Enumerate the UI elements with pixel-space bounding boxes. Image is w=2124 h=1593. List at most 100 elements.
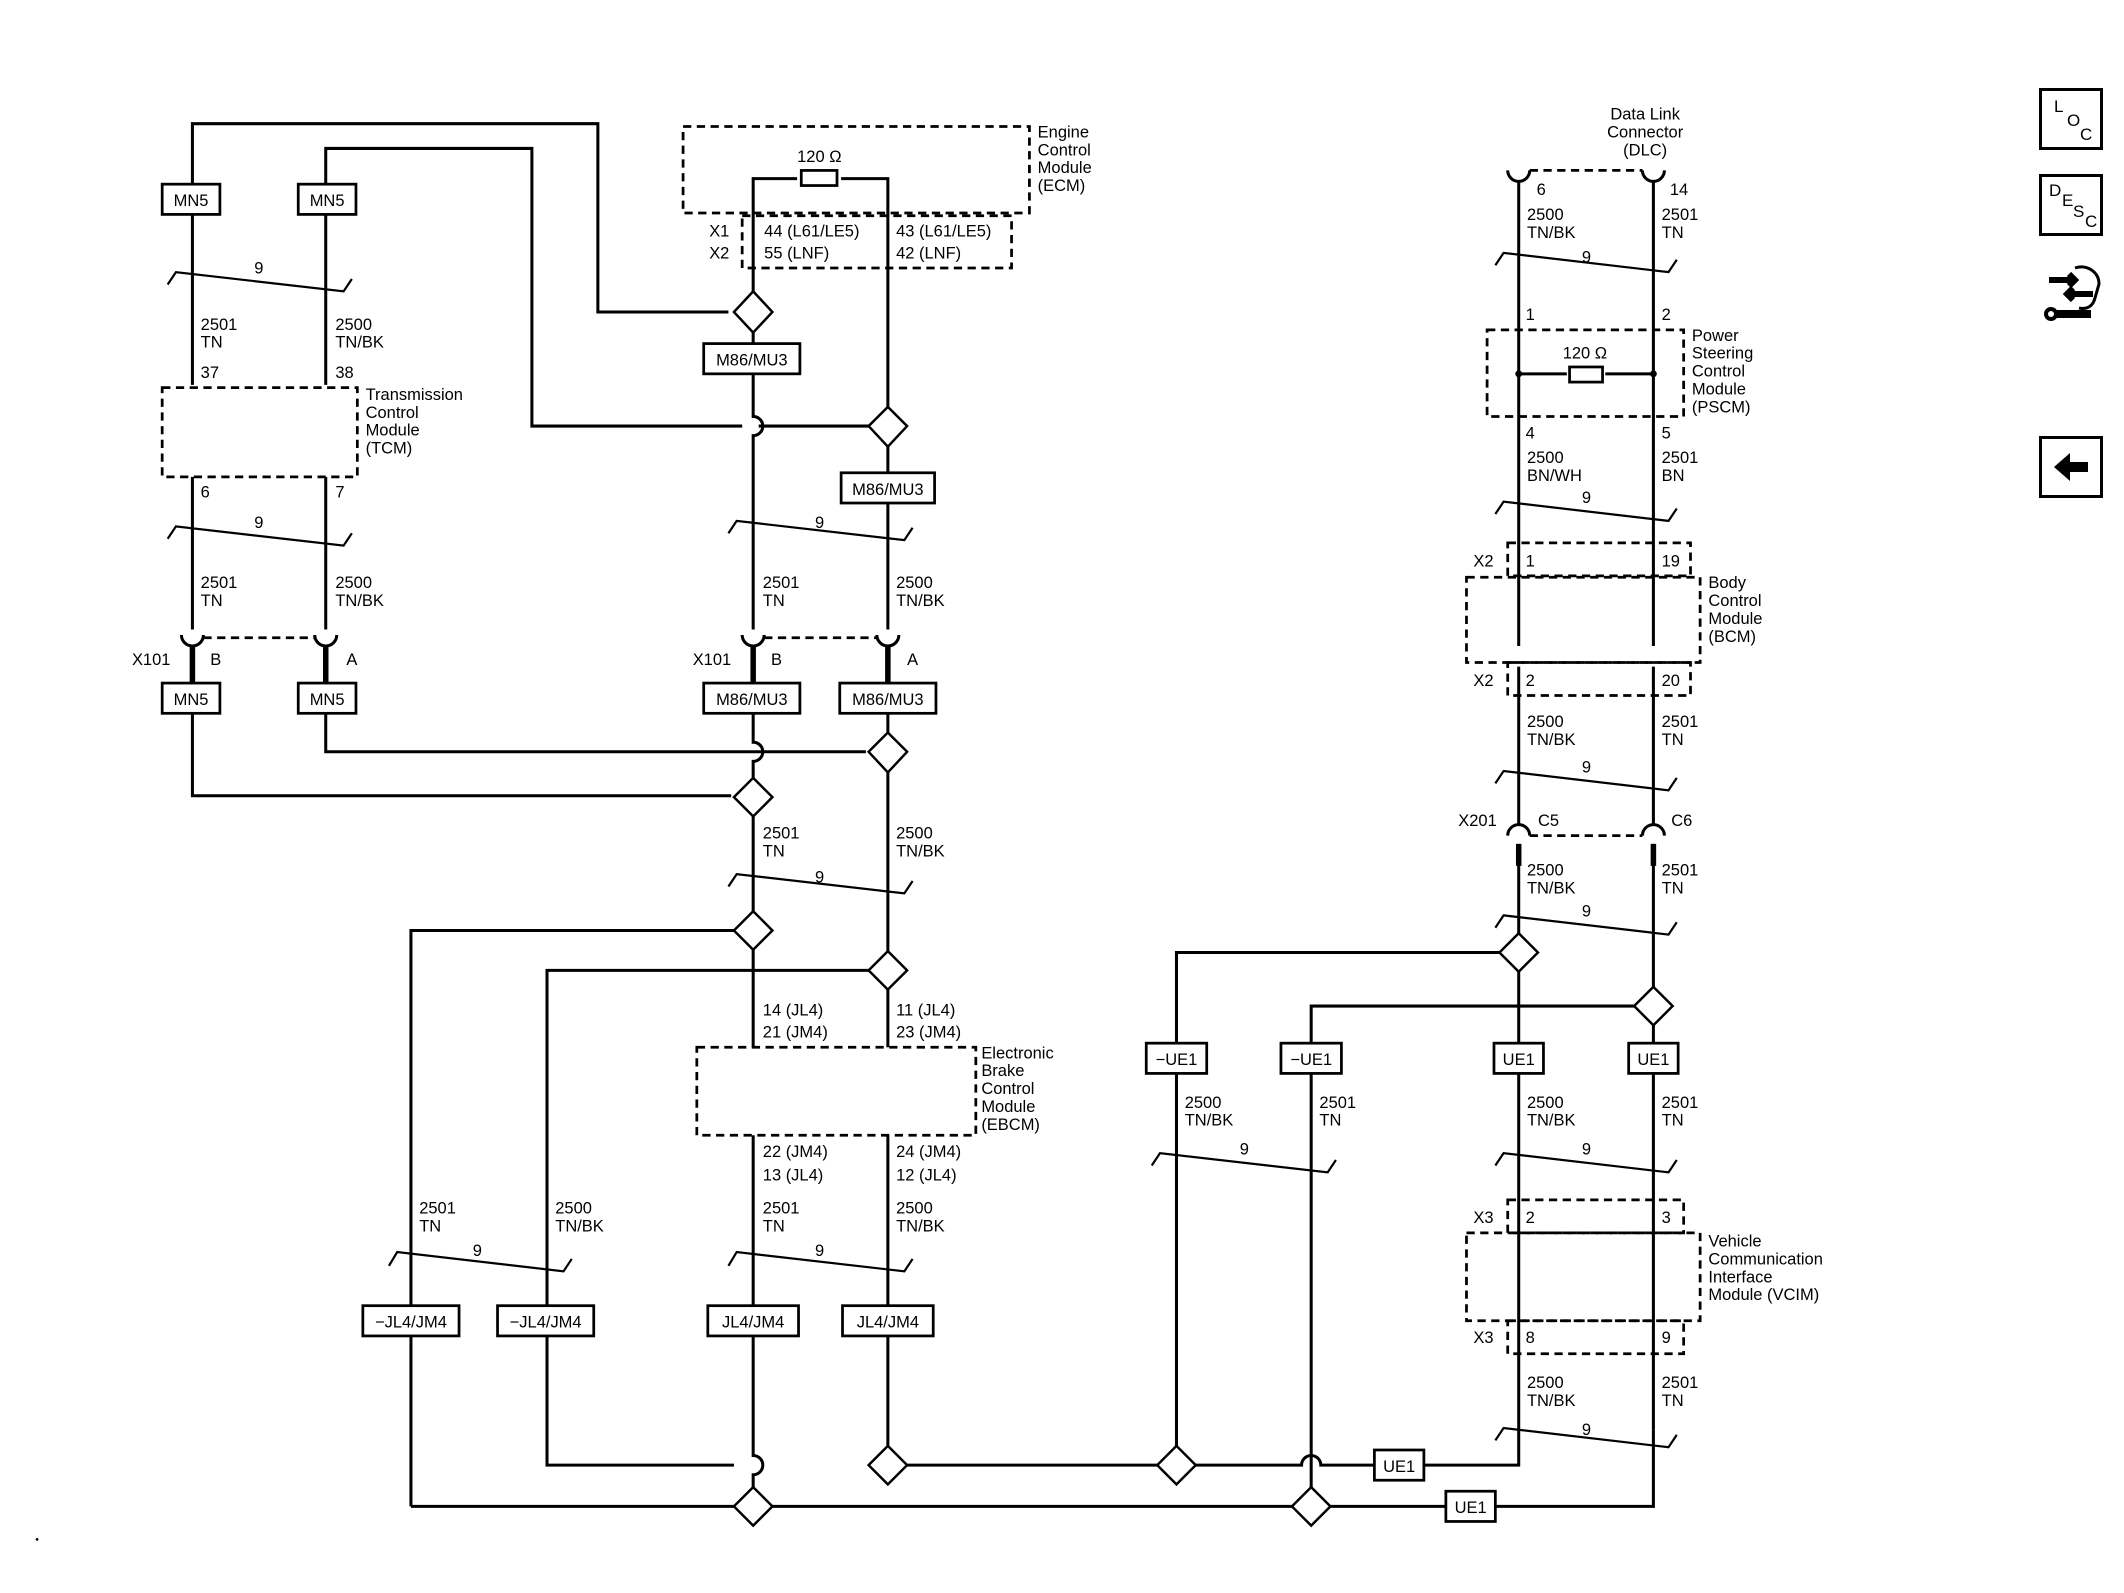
option-m86: M86/MU3 (716, 352, 787, 370)
svg-text:X3: X3 (1473, 1329, 1493, 1347)
pin-labels: 120 Ω X1 X2 44 (L61/LE5) 55 (LNF) 43 (L6… (132, 148, 1692, 1347)
option-jl4: JL4/JM4 (857, 1314, 919, 1332)
svg-text:X2: X2 (1473, 672, 1493, 690)
svg-text:1: 1 (1526, 306, 1535, 324)
back-arrow-icon (2054, 453, 2088, 481)
twist-marks (166, 251, 1678, 1449)
option-boxes: MN5 MN5 M86/MU3 M86/MU3 MN5 MN5 M86/MU3 … (160, 182, 1680, 1523)
module-outlines (160, 125, 1702, 1356)
svg-text:A: A (346, 651, 357, 669)
svg-text:X2: X2 (1473, 552, 1493, 570)
svg-text:6: 6 (1537, 181, 1546, 199)
svg-text:14 (JL4): 14 (JL4) (763, 1002, 823, 1020)
option-ue1: UE1 (1503, 1051, 1535, 1069)
svg-text:9: 9 (1240, 1140, 1249, 1158)
option-m86: M86/MU3 (852, 481, 923, 499)
wrench-button[interactable] (2039, 258, 2103, 321)
option-nue1: −UE1 (1290, 1051, 1332, 1069)
svg-text:13 (JL4): 13 (JL4) (763, 1167, 823, 1185)
desc-icon: D (2049, 181, 2062, 200)
svg-text:19: 19 (1662, 552, 1680, 570)
back-button[interactable] (2039, 436, 2103, 498)
option-njl4: −JL4/JM4 (375, 1314, 447, 1332)
svg-text:37: 37 (201, 364, 219, 382)
svg-text:9: 9 (1582, 249, 1591, 267)
svg-text:4: 4 (1526, 424, 1535, 442)
option-ue1: UE1 (1637, 1051, 1669, 1069)
svg-text:11 (JL4): 11 (JL4) (896, 1002, 955, 1020)
svg-text:5: 5 (1662, 424, 1671, 442)
option-m86: M86/MU3 (852, 691, 923, 709)
option-mn5: MN5 (174, 192, 209, 210)
svg-text:23 (JM4): 23 (JM4) (896, 1024, 961, 1042)
svg-text:120 Ω: 120 Ω (797, 148, 841, 166)
svg-text:2: 2 (1662, 306, 1671, 324)
svg-text:44 (L61/LE5): 44 (L61/LE5) (764, 222, 859, 240)
option-m86: M86/MU3 (716, 691, 787, 709)
svg-text:X201: X201 (1458, 812, 1497, 830)
svg-text:9: 9 (1582, 903, 1591, 921)
svg-text:24 (JM4): 24 (JM4) (896, 1143, 961, 1161)
svg-text:9: 9 (1662, 1329, 1671, 1347)
svg-text:2: 2 (1526, 1209, 1535, 1227)
svg-text:9: 9 (254, 514, 263, 532)
svg-text:A: A (907, 651, 918, 669)
svg-text:12 (JL4): 12 (JL4) (896, 1167, 956, 1185)
twist-counts: 9 9 9 9 9 9 9 9 9 9 9 9 9 (254, 249, 1591, 1439)
svg-text:B: B (210, 651, 221, 669)
ecm-resistor (799, 169, 839, 187)
svg-text:22 (JM4): 22 (JM4) (763, 1143, 828, 1161)
svg-text:9: 9 (473, 1242, 482, 1260)
pscm-resistor (1568, 365, 1604, 384)
svg-text:21 (JM4): 21 (JM4) (763, 1024, 828, 1042)
option-ue1: UE1 (1455, 1499, 1487, 1517)
svg-text:C6: C6 (1671, 812, 1692, 830)
svg-text:38: 38 (335, 364, 353, 382)
loc-button[interactable]: L O C (2039, 88, 2103, 150)
svg-text:B: B (771, 651, 782, 669)
splice-nodes (732, 289, 1675, 1528)
option-nue1: −UE1 (1156, 1051, 1198, 1069)
loc-icon: L (2054, 97, 2064, 116)
svg-text:120 Ω: 120 Ω (1563, 345, 1607, 363)
svg-text:55 (LNF): 55 (LNF) (764, 244, 829, 262)
svg-text:14: 14 (1670, 181, 1688, 199)
wires (190, 122, 1655, 1508)
svg-text:X1: X1 (709, 222, 729, 240)
desc-button[interactable]: D E S C (2039, 174, 2103, 236)
svg-text:9: 9 (815, 514, 824, 532)
svg-text:8: 8 (1526, 1329, 1535, 1347)
svg-text:20: 20 (1662, 672, 1680, 690)
svg-text:7: 7 (335, 484, 344, 502)
svg-text:42 (LNF): 42 (LNF) (896, 244, 961, 262)
svg-text:9: 9 (815, 1242, 824, 1260)
svg-text:X3: X3 (1473, 1209, 1493, 1227)
option-mn5: MN5 (310, 192, 345, 210)
svg-text:9: 9 (254, 260, 263, 278)
